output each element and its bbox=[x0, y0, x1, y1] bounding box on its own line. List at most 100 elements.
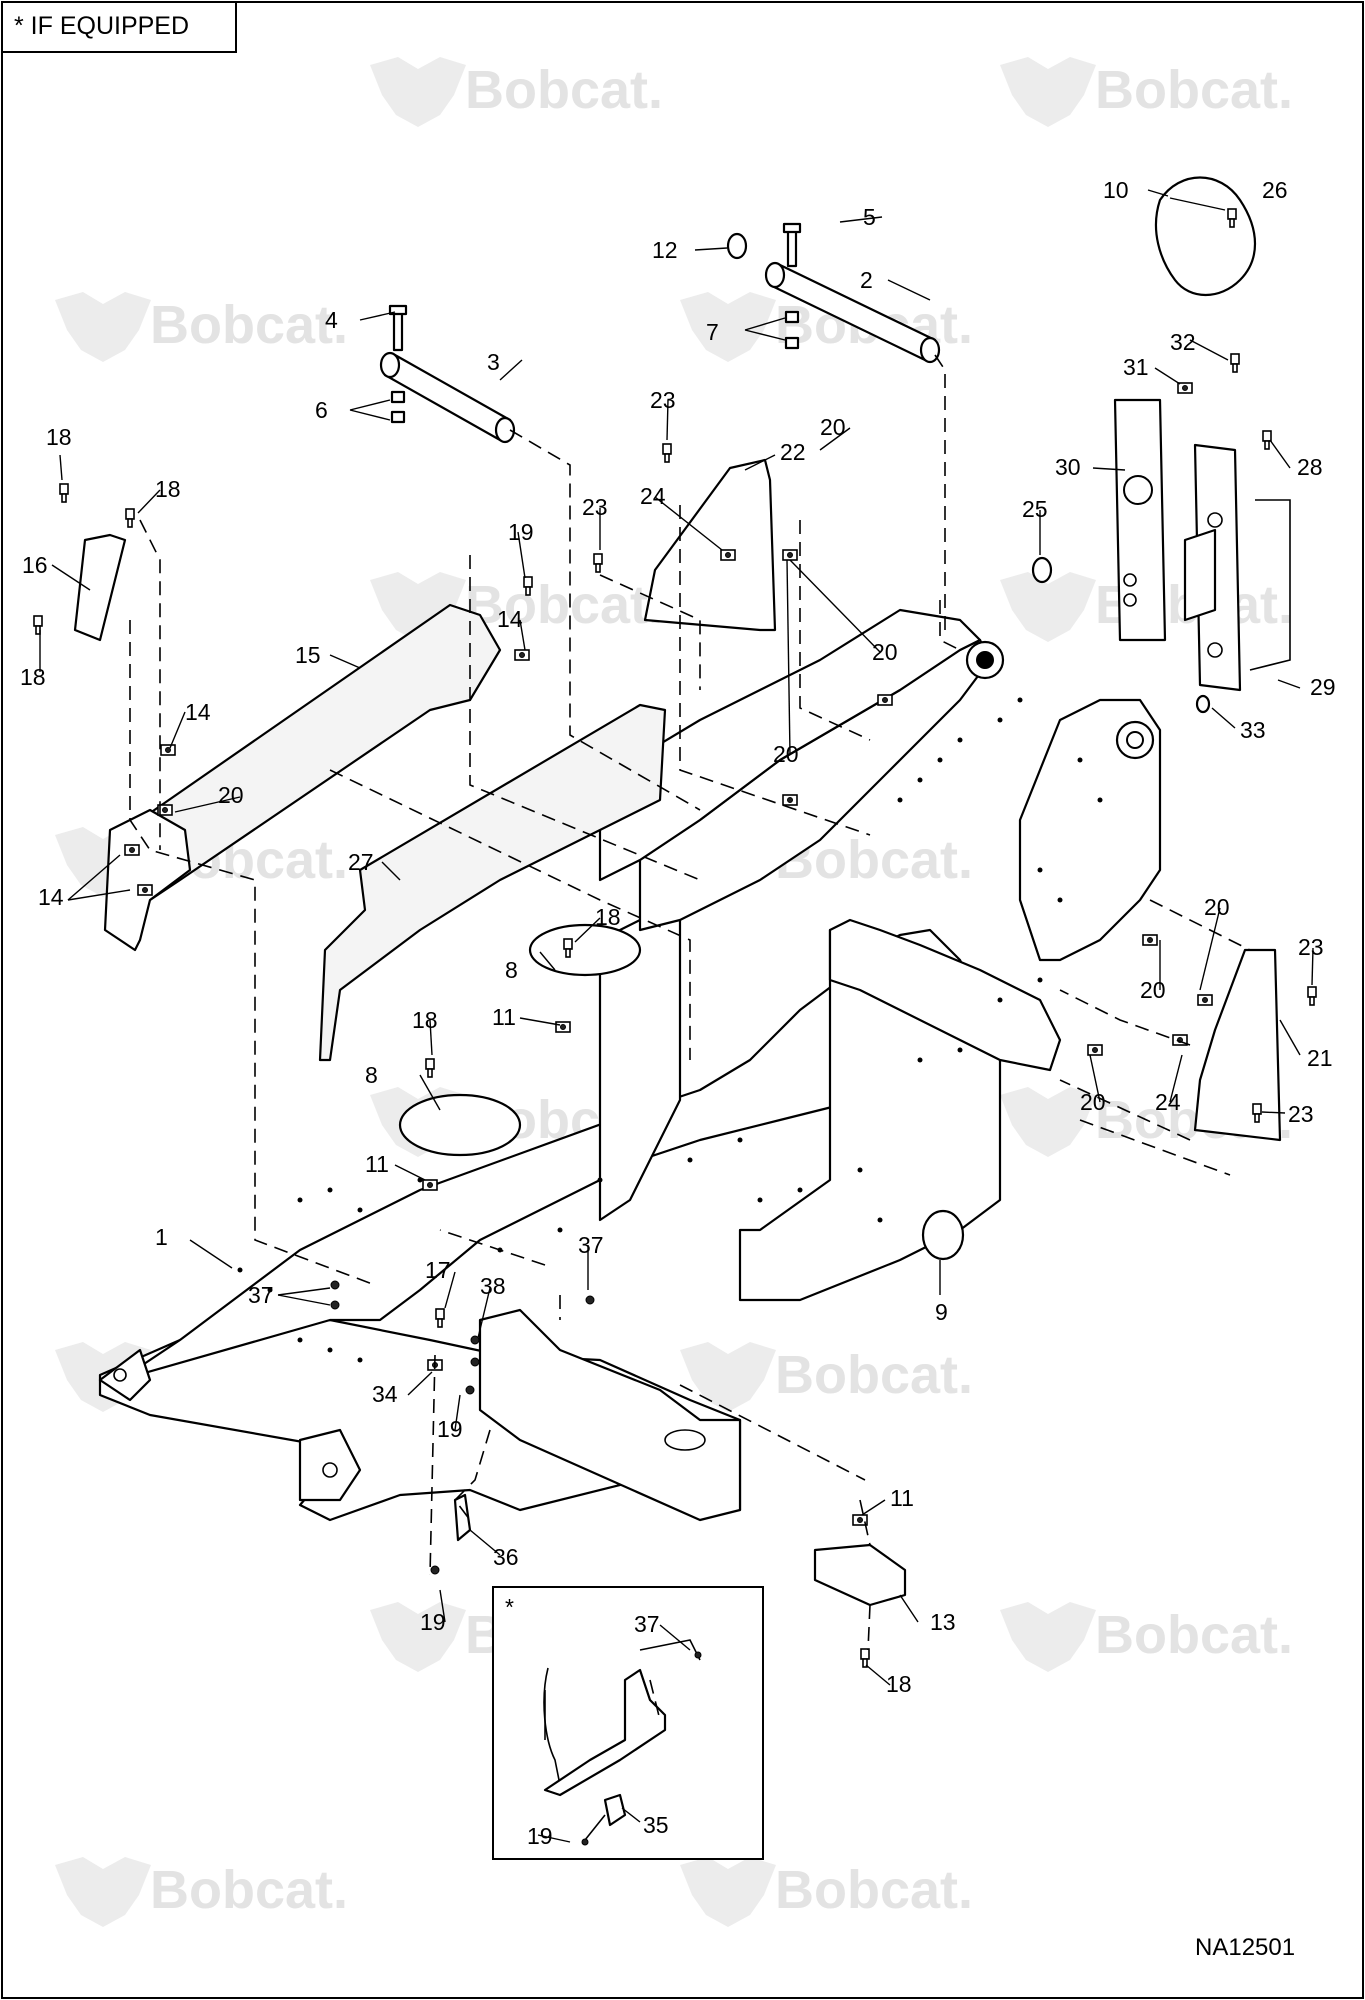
svg-text:Bobcat.: Bobcat. bbox=[775, 1860, 973, 1920]
bolt-23a bbox=[662, 443, 672, 463]
pivot-pin-2 bbox=[764, 261, 941, 364]
callout-15: 15 bbox=[295, 642, 321, 668]
shield-21 bbox=[1193, 948, 1282, 1142]
clip-24a bbox=[720, 549, 736, 561]
callout-11: 11 bbox=[492, 1004, 516, 1030]
callout-18: 18 bbox=[155, 476, 181, 502]
callout-24: 24 bbox=[1155, 1089, 1181, 1115]
callout-14: 14 bbox=[185, 699, 211, 725]
callout-20: 20 bbox=[773, 741, 799, 767]
callout-24: 24 bbox=[640, 483, 666, 509]
callout-7: 7 bbox=[706, 319, 719, 345]
callout-5: 5 bbox=[863, 204, 876, 230]
inset-marker: * bbox=[505, 1594, 514, 1620]
clip-36 bbox=[453, 1493, 472, 1542]
callout-37: 37 bbox=[578, 1232, 604, 1258]
bolt-4 bbox=[388, 304, 408, 352]
callout-37: 37 bbox=[248, 1282, 274, 1308]
nut-11c bbox=[852, 1514, 868, 1526]
callout-19: 19 bbox=[508, 519, 534, 545]
pin-38 bbox=[470, 1335, 480, 1345]
cover-13 bbox=[813, 1543, 907, 1607]
cover-8-upper bbox=[528, 923, 642, 977]
nut-20d bbox=[782, 794, 798, 806]
callout-28: 28 bbox=[1297, 454, 1323, 480]
callout-3: 3 bbox=[487, 349, 500, 375]
callout-10: 10 bbox=[1103, 177, 1129, 203]
callout-11: 11 bbox=[365, 1151, 389, 1177]
screw-19b bbox=[465, 1385, 475, 1395]
callout-14: 14 bbox=[497, 606, 523, 632]
callout-20: 20 bbox=[820, 414, 846, 440]
svg-text:Bobcat.: Bobcat. bbox=[150, 295, 348, 355]
screw-26 bbox=[1227, 208, 1237, 228]
callout-35: 35 bbox=[643, 1812, 669, 1838]
nut-20e bbox=[1142, 934, 1158, 946]
callout-1: 1 bbox=[155, 1224, 168, 1250]
note-text: * IF EQUIPPED bbox=[14, 12, 189, 40]
panel-27 bbox=[318, 703, 667, 1062]
svg-text:Bobcat.: Bobcat. bbox=[1095, 1605, 1293, 1665]
leader-lines bbox=[39, 189, 1314, 1843]
nuts-6 bbox=[390, 390, 406, 424]
callout-18: 18 bbox=[412, 1007, 438, 1033]
screw-18b bbox=[125, 508, 135, 528]
screw-18d bbox=[563, 938, 573, 958]
alignment-lines bbox=[129, 354, 1251, 1746]
washer-12 bbox=[726, 232, 748, 260]
callout-23: 23 bbox=[1288, 1101, 1314, 1127]
callout-11: 11 bbox=[890, 1485, 914, 1511]
callout-21: 21 bbox=[1307, 1045, 1333, 1071]
rivet-37c bbox=[585, 1295, 595, 1305]
nut-14d bbox=[137, 884, 153, 896]
rivet-37b bbox=[330, 1300, 340, 1310]
nut-11b bbox=[422, 1179, 438, 1191]
pivot-pin-3 bbox=[379, 351, 516, 444]
svg-text:Bobcat.: Bobcat. bbox=[775, 1345, 973, 1405]
bolt-23c bbox=[1307, 986, 1317, 1006]
bolt-5 bbox=[782, 222, 802, 268]
bolt-17 bbox=[435, 1308, 445, 1328]
bracket-15-lower bbox=[103, 808, 192, 952]
callout-38: 38 bbox=[480, 1273, 506, 1299]
nut-14a bbox=[514, 649, 530, 661]
callout-16: 16 bbox=[22, 552, 48, 578]
nut-20b bbox=[782, 549, 798, 561]
callout-20: 20 bbox=[1080, 1089, 1106, 1115]
inset-detail: * bbox=[492, 1586, 764, 1860]
callout-23: 23 bbox=[650, 387, 676, 413]
svg-text:Bobcat.: Bobcat. bbox=[1095, 60, 1293, 120]
nut-20f bbox=[1197, 994, 1213, 1006]
bolt-19a bbox=[523, 576, 533, 596]
bolt-32 bbox=[1230, 353, 1240, 373]
callout-19: 19 bbox=[420, 1609, 446, 1635]
bobcat-watermark: Bobcat. bbox=[680, 1342, 973, 1412]
shield-22 bbox=[643, 458, 777, 632]
callout-25: 25 bbox=[1022, 496, 1048, 522]
callout-18: 18 bbox=[886, 1671, 912, 1697]
washer-31 bbox=[1177, 382, 1193, 394]
svg-text:Bobcat.: Bobcat. bbox=[150, 1860, 348, 1920]
callout-18: 18 bbox=[595, 904, 621, 930]
callout-33: 33 bbox=[1240, 717, 1266, 743]
screw-19c bbox=[430, 1565, 440, 1575]
bobcat-watermark: Bobcat. bbox=[370, 572, 663, 642]
callout-9: 9 bbox=[935, 1299, 948, 1325]
nut-14c bbox=[124, 844, 140, 856]
if-equipped-note: * IF EQUIPPED bbox=[1, 1, 237, 53]
nuts-7 bbox=[784, 310, 800, 350]
callout-14: 14 bbox=[38, 884, 64, 910]
bobcat-watermark: Bobcat. bbox=[1000, 1602, 1293, 1672]
callout-36: 36 bbox=[493, 1544, 519, 1570]
callout-30: 30 bbox=[1055, 454, 1081, 480]
callout-23: 23 bbox=[1298, 934, 1324, 960]
bolt-23d bbox=[1252, 1103, 1262, 1123]
rivet-37a bbox=[330, 1280, 340, 1290]
bobcat-watermark: Bobcat. bbox=[55, 1857, 348, 1927]
bobcat-watermark: Bobcat. bbox=[1000, 57, 1293, 127]
callout-31: 31 bbox=[1123, 354, 1149, 380]
callout-20: 20 bbox=[1204, 894, 1230, 920]
callout-20: 20 bbox=[872, 639, 898, 665]
